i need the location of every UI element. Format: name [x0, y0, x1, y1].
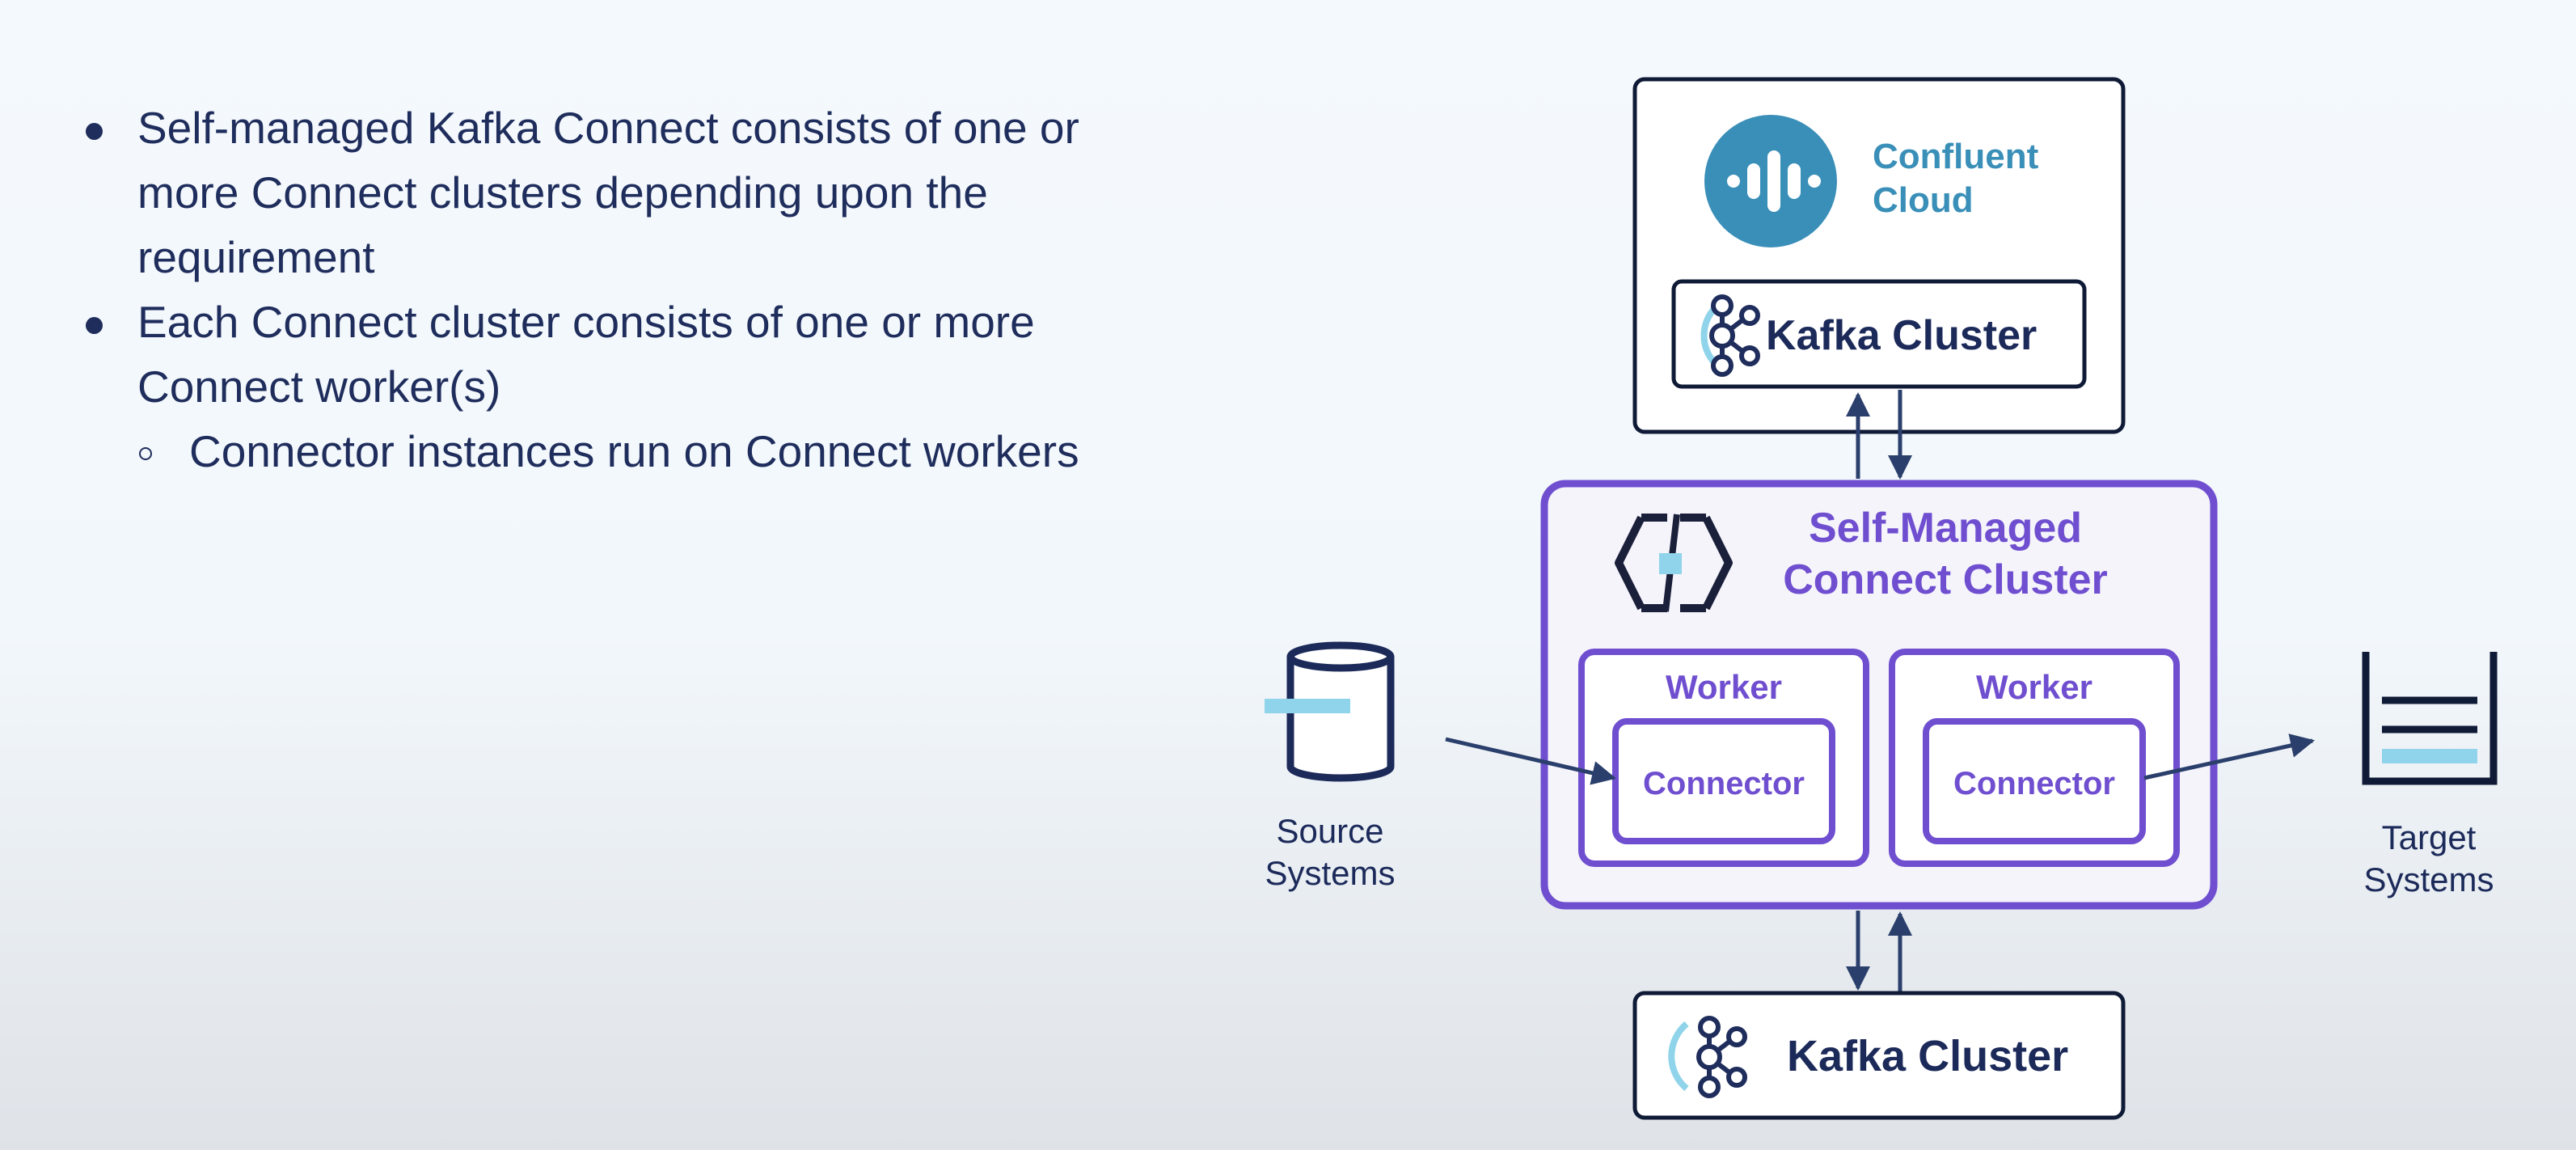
- kafka-icon: [1700, 294, 1760, 377]
- target-systems: Target Systems: [2362, 652, 2498, 898]
- worker-label: Worker: [1976, 668, 2092, 706]
- worker-label: Worker: [1666, 668, 1782, 706]
- worker-box: Worker Connector: [1889, 649, 2180, 867]
- source-label-line1: Source: [1276, 812, 1383, 850]
- source-label-line2: Systems: [1265, 854, 1395, 892]
- kafka-icon: [1668, 1016, 1747, 1098]
- bullet-item: Each Connect cluster consists of one or …: [81, 290, 1156, 419]
- confluent-cloud-box: Confluent Cloud Kafka Cluster: [1632, 77, 2126, 434]
- database-icon: [1265, 641, 1395, 782]
- arrow-connector-to-target: [2143, 734, 2315, 780]
- confluent-cloud-logo-icon: [1704, 115, 1837, 247]
- sub-bullet-item: Connector instances run on Connect worke…: [81, 419, 1156, 484]
- connect-hexagon-icon: [1615, 514, 1733, 612]
- bottom-kafka-cluster-box: Kafka Cluster: [1632, 991, 2126, 1120]
- connector-label: Connector: [1643, 766, 1805, 801]
- source-systems: Source Systems: [1265, 641, 1396, 892]
- connect-cluster-box: Self-Managed Connect Cluster Worker Conn…: [1540, 480, 2218, 910]
- bottom-kafka-cluster-label: Kafka Cluster: [1787, 1032, 2068, 1080]
- connect-cluster-title-line1: Self-Managed: [1809, 505, 2082, 552]
- cloud-kafka-cluster-label: Kafka Cluster: [1766, 312, 2037, 359]
- bin-icon: [2362, 652, 2498, 785]
- worker-box: Worker Connector: [1578, 649, 1869, 867]
- arrow-source-to-connector: [1445, 737, 1616, 785]
- bullet-list: Self-managed Kafka Connect consists of o…: [81, 95, 1156, 484]
- target-label-line1: Target: [2382, 818, 2477, 856]
- confluent-brand-line1: Confluent: [1873, 137, 2039, 176]
- connector-label: Connector: [1953, 766, 2115, 801]
- target-label-line2: Systems: [2363, 860, 2494, 898]
- bullet-item: Self-managed Kafka Connect consists of o…: [81, 95, 1156, 290]
- confluent-brand-line2: Cloud: [1873, 180, 1974, 220]
- connect-cluster-title-line2: Connect Cluster: [1783, 556, 2108, 603]
